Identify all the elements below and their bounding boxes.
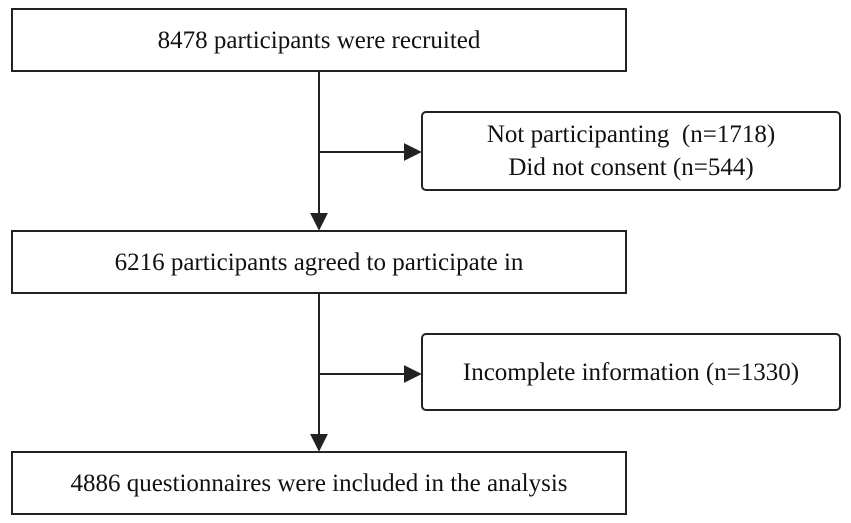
exclusion-line-not-participating: Not participanting (n=1718): [486, 121, 776, 148]
step-label-agreed: 6216 participants agreed to participate …: [114, 248, 524, 276]
step-label-included: 4886 questionnaires were included in the…: [70, 469, 568, 497]
exclusion-line-no-consent: Did not consent (n=544): [508, 154, 754, 181]
step-box-agreed: 6216 participants agreed to participate …: [11, 230, 627, 294]
step-box-recruited: 8478 participants were recruited: [11, 8, 627, 72]
exclusion-box-consent: Not participanting (n=1718) Did not cons…: [421, 111, 841, 191]
step-label-recruited: 8478 participants were recruited: [157, 26, 481, 54]
step-box-included: 4886 questionnaires were included in the…: [11, 451, 627, 515]
exclusion-line-incomplete: Incomplete information (n=1330): [462, 358, 800, 386]
exclusion-box-incomplete: Incomplete information (n=1330): [421, 333, 841, 411]
